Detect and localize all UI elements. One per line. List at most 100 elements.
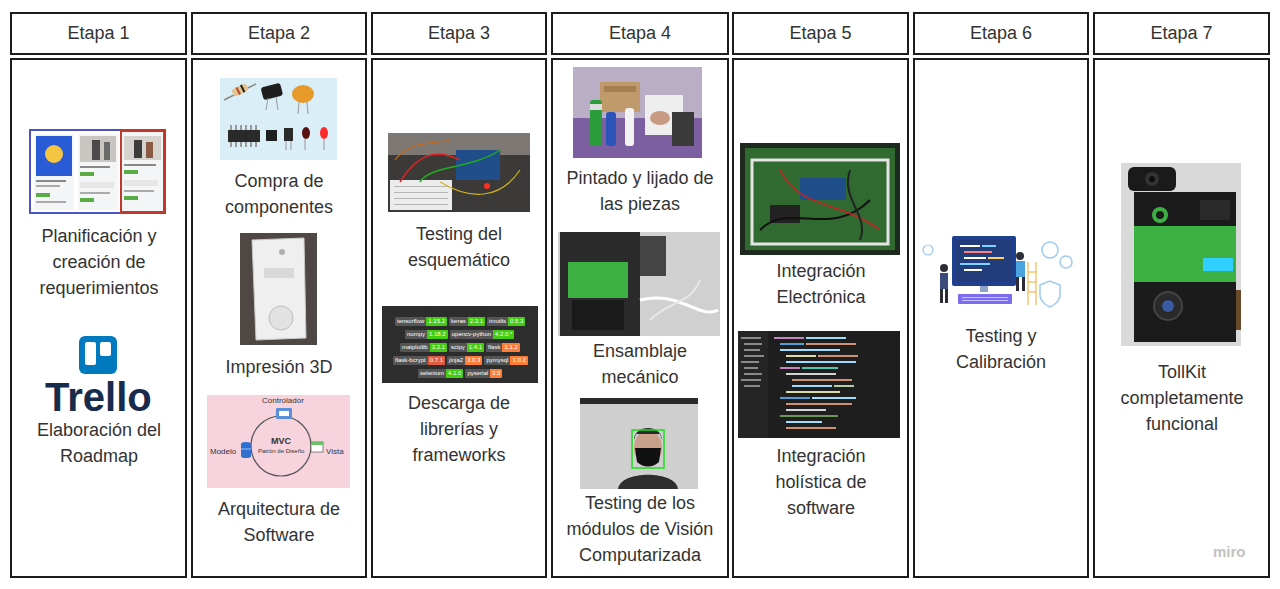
- package-version: 1.0.2: [510, 356, 527, 365]
- code-editor-screenshot-part-part: [741, 361, 759, 363]
- trello-board-screenshot-part: [80, 172, 94, 176]
- testing-illustration-part-part: [962, 300, 1008, 301]
- trello-board-screenshot-part: [80, 166, 110, 168]
- package-version: 3.2.1: [430, 343, 447, 352]
- trello-board-screenshot-part: [36, 180, 66, 182]
- device-photo-part: [1149, 176, 1155, 182]
- trello-logo-icon-part: [79, 336, 117, 374]
- components-photo-part-part: [255, 125, 257, 130]
- code-editor-screenshot-part: [738, 331, 900, 438]
- stage-header-cell: Etapa 2: [191, 12, 367, 55]
- stage-header-cell: Etapa 5: [732, 12, 909, 55]
- testing-illustration-part: [956, 240, 1012, 282]
- components-photo-part-part: [245, 125, 247, 130]
- components-photo-part: [292, 85, 314, 103]
- trello-board-screenshot-part: [36, 201, 66, 203]
- device-photo-part: [1154, 292, 1182, 320]
- painting-photo-part: [672, 112, 694, 146]
- code-editor-screenshot-part-part: [786, 361, 856, 363]
- testing-illustration-part: [982, 245, 996, 247]
- stage-title: Etapa 1: [12, 14, 185, 53]
- package-version: 1.1.2: [502, 343, 519, 352]
- components-photo: [220, 78, 337, 160]
- badge-row: numpy1.18.2opencv-python4.2.0.*: [405, 330, 514, 339]
- testing-illustration-part: [964, 269, 982, 271]
- version-badge: tensorflow1.15.2: [395, 317, 447, 326]
- version-badge: selenium4.1.0: [418, 369, 463, 378]
- package-name: numpy: [405, 330, 427, 339]
- testing-illustration-part: [1016, 252, 1024, 260]
- components-photo-part: [236, 87, 241, 95]
- breadboard-photo-part: [484, 183, 490, 189]
- code-editor-screenshot-part-part: [774, 337, 804, 339]
- mvc-pattern-graphic-part: [276, 408, 292, 419]
- breadboard-photo-part: [420, 150, 500, 182]
- testing-illustration-part: [960, 263, 990, 265]
- testing-illustration-part: [980, 286, 988, 292]
- printed-part-photo-part: [240, 233, 317, 345]
- step-caption: Planificación y creación de requerimient…: [24, 223, 174, 301]
- stage-body-cell: TollKit completamente funcional: [1093, 58, 1270, 578]
- stage-body-cell: Testing y Calibración: [913, 58, 1089, 578]
- trello-logo-icon-part: [85, 342, 96, 365]
- components-photo-part-part: [240, 142, 242, 147]
- testing-illustration-part-part: [962, 297, 1008, 298]
- code-editor-screenshot-part-part: [780, 349, 840, 351]
- painting-photo: [573, 67, 702, 158]
- breadboard-photo-part: [388, 133, 530, 212]
- code-editor-screenshot-part-part: [786, 403, 852, 405]
- trello-board-screenshot-part: [124, 196, 138, 200]
- package-name: flask-bcrypt: [393, 356, 428, 365]
- version-badge: pymysql1.0.2: [484, 356, 527, 365]
- trello-board-screenshot-part: [78, 134, 118, 210]
- electronics-photo-part: [740, 143, 900, 255]
- face-detection-photo-part: [635, 448, 661, 467]
- mvc-pattern-graphic-part: [207, 395, 350, 488]
- breadboard-photo-part: [440, 170, 520, 194]
- badge-row: selenium4.1.0pyserial3.5: [418, 369, 502, 378]
- testing-illustration-part-part: [1028, 291, 1036, 292]
- components-photo-part-part: [250, 125, 252, 130]
- testing-illustration-part-part: [1028, 281, 1036, 282]
- library-badges-background-part: [382, 306, 538, 383]
- components-photo-part-part: [245, 142, 247, 147]
- components-photo-part: [228, 130, 260, 142]
- components-photo-part: [230, 125, 257, 147]
- trello-board-screenshot: [30, 130, 165, 213]
- trello-board-screenshot-part: [124, 170, 138, 174]
- trello-board-screenshot-part: [36, 136, 72, 176]
- code-editor-screenshot-part-part: [786, 427, 836, 429]
- trello-board-screenshot-part: [45, 145, 63, 163]
- stage-body-cell: Integración ElectrónicaIntegración holís…: [732, 58, 909, 578]
- code-editor-screenshot-part-part: [780, 367, 800, 369]
- components-photo-part: [276, 97, 278, 110]
- trello-board-screenshot-part: [34, 134, 74, 210]
- step-caption: Arquitectura de Software: [204, 496, 354, 548]
- testing-illustration-part: [988, 257, 1004, 259]
- diagram-label: Patrón de Diseño: [258, 448, 304, 455]
- trello-board-screenshot-part: [80, 198, 94, 202]
- electronics-photo-part: [752, 160, 888, 244]
- components-photo-part: [266, 98, 268, 110]
- version-badge: scipy1.4.1: [449, 343, 484, 352]
- version-badge: imutils0.5.3: [487, 317, 525, 326]
- stage-header-cell: Etapa 4: [551, 12, 729, 55]
- package-name: imutils: [487, 317, 508, 326]
- trello-board-screenshot-part: [80, 136, 116, 162]
- code-editor-screenshot-part-part: [786, 355, 816, 357]
- device-photo-part: [1128, 167, 1176, 191]
- trello-board-screenshot-part: [124, 180, 158, 186]
- components-photo-part: [231, 83, 249, 97]
- stage-body-cell: Pintado y lijado de las piezasEnsamblaje…: [551, 58, 729, 578]
- code-editor-screenshot-part: [774, 337, 858, 429]
- breadboard-photo: [388, 133, 530, 212]
- package-name: scipy: [449, 343, 467, 352]
- components-photo-part: [307, 102, 308, 114]
- breadboard-photo-part-part: [394, 192, 448, 193]
- printed-part-photo: [240, 233, 317, 345]
- device-photo-part: [1203, 258, 1233, 271]
- testing-illustration-part: [1016, 277, 1019, 291]
- code-editor-screenshot-part-part: [792, 385, 832, 387]
- code-editor-screenshot-part-part: [812, 397, 856, 399]
